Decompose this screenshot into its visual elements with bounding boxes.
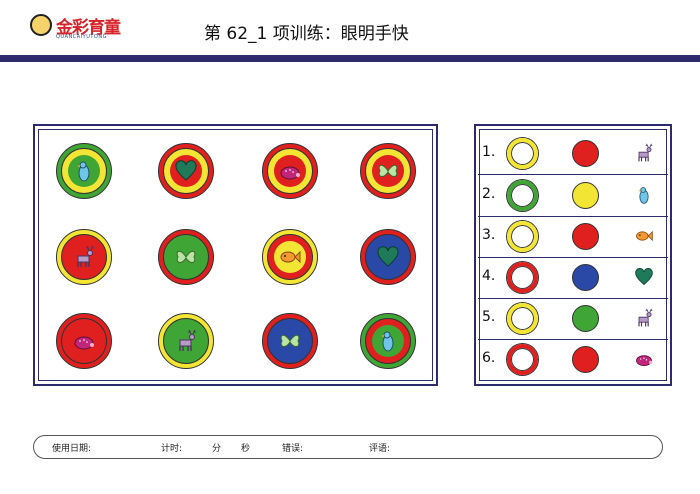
target-badge[interactable] — [158, 313, 214, 369]
target-badge[interactable] — [56, 313, 112, 369]
logo-subtext: QUANCAIYUTONG — [56, 34, 107, 40]
target-badge[interactable] — [262, 229, 318, 285]
answer-row: 2. — [478, 175, 668, 215]
color-dot — [572, 305, 599, 332]
ring-swatch — [507, 303, 538, 334]
ring-swatch — [507, 138, 538, 169]
answer-row: 4. — [478, 257, 668, 297]
butterfly-icon — [170, 241, 202, 273]
date-label: 使用日期: — [52, 444, 92, 454]
ring-swatch — [507, 180, 538, 211]
puzzle-grid-panel — [33, 124, 438, 386]
row-divider — [478, 174, 668, 175]
color-dot — [572, 140, 599, 167]
footer-info-bar: 使用日期: 计时: 分 秒 错误: 评语: — [33, 435, 663, 459]
heart-icon — [372, 241, 404, 273]
row-number: 2. — [482, 186, 496, 202]
row-number: 5. — [482, 309, 496, 325]
penguin-icon — [634, 185, 656, 205]
target-badge[interactable] — [360, 229, 416, 285]
row-number: 1. — [482, 144, 496, 160]
target-badge[interactable] — [158, 229, 214, 285]
ring-swatch — [507, 221, 538, 252]
color-dot — [572, 346, 599, 373]
row-divider — [478, 257, 668, 258]
target-badge[interactable] — [262, 313, 318, 369]
target-badge[interactable] — [360, 313, 416, 369]
target-badge[interactable] — [56, 229, 112, 285]
second-label: 秒 — [241, 444, 251, 454]
comment-label: 评语: — [369, 444, 391, 454]
fish-icon — [634, 226, 656, 246]
color-dot — [572, 264, 599, 291]
deer-icon — [170, 325, 202, 357]
target-badge[interactable] — [262, 143, 318, 199]
deer-icon — [634, 308, 656, 328]
row-divider — [478, 298, 668, 299]
answer-row: 1. — [478, 133, 668, 173]
deer-icon — [634, 143, 656, 163]
time-label: 计时: — [161, 444, 183, 454]
butterfly-icon — [274, 325, 306, 357]
penguin-icon — [372, 325, 404, 357]
heart-icon — [634, 267, 656, 287]
row-divider — [478, 339, 668, 340]
color-dot — [572, 223, 599, 250]
hedgehog-icon — [68, 325, 100, 357]
target-badge[interactable] — [56, 143, 112, 199]
ring-swatch — [507, 262, 538, 293]
fish-icon — [274, 241, 306, 273]
answer-key-panel — [474, 124, 672, 386]
answer-row: 6. — [478, 339, 668, 379]
color-dot — [572, 182, 599, 209]
row-number: 3. — [482, 227, 496, 243]
target-badge[interactable] — [158, 143, 214, 199]
ring-swatch — [507, 344, 538, 375]
error-label: 错误: — [282, 444, 304, 454]
row-number: 4. — [482, 268, 496, 284]
target-badge[interactable] — [360, 143, 416, 199]
brand-logo: 金彩育童 QUANCAIYUTONG — [28, 12, 134, 46]
deer-icon — [68, 241, 100, 273]
penguin-icon — [68, 155, 100, 187]
minute-label: 分 — [212, 444, 222, 454]
butterfly-icon — [372, 155, 404, 187]
heart-icon — [170, 155, 202, 187]
hedgehog-icon — [274, 155, 306, 187]
page-title: 第 62_1 项训练：眼明手快 — [204, 24, 409, 44]
logo-text: 金彩育童 — [56, 18, 121, 38]
row-divider — [478, 216, 668, 217]
answer-row: 5. — [478, 298, 668, 338]
hedgehog-icon — [634, 349, 656, 369]
mascot-icon — [30, 14, 52, 36]
header-divider — [0, 55, 700, 62]
row-number: 6. — [482, 350, 496, 366]
answer-row: 3. — [478, 216, 668, 256]
